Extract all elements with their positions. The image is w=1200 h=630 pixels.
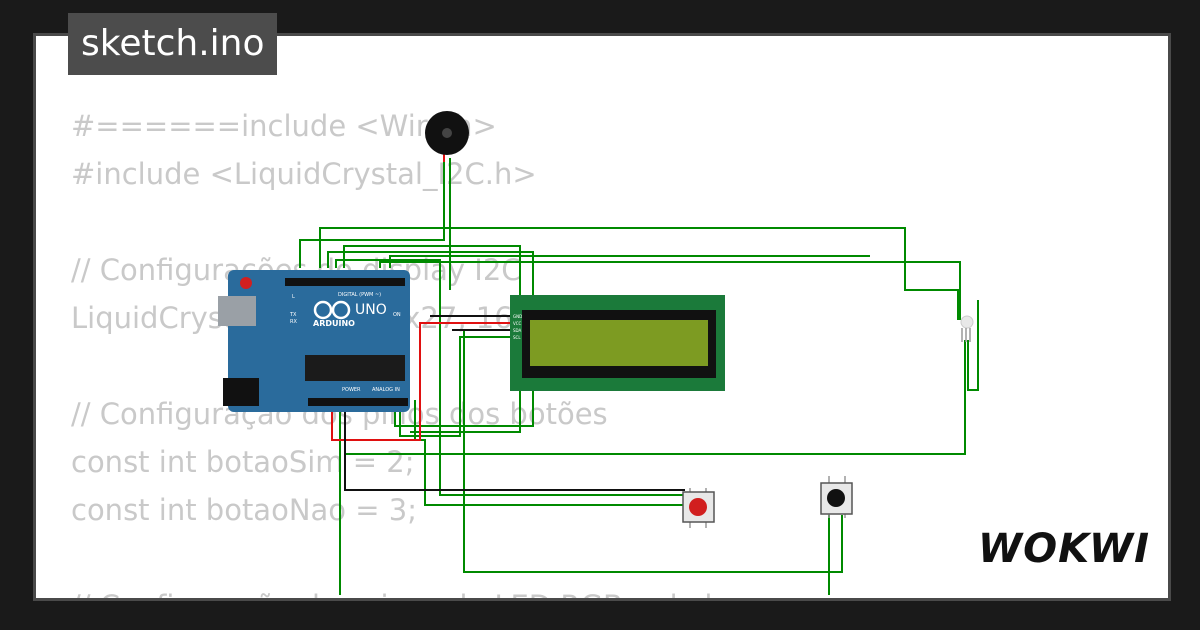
- power-label: POWER: [342, 387, 361, 393]
- code-line: #======include <Wire.h>: [71, 109, 497, 143]
- code-line: const int botaoNao = 3;: [71, 493, 417, 527]
- buzzer[interactable]: [425, 111, 469, 155]
- arduino-logo-icon: [313, 300, 351, 320]
- lcd-pin-gnd: GND: [513, 314, 522, 319]
- code-line: #include <LiquidCrystal_I2C.h>: [71, 157, 537, 191]
- board-brand: ARDUINO: [313, 319, 355, 328]
- analog-label: ANALOG IN: [372, 387, 400, 393]
- wires: [299, 150, 979, 595]
- rx-label: RX: [290, 319, 297, 325]
- microcontroller-chip: [305, 355, 405, 381]
- file-title[interactable]: sketch.ino: [68, 13, 278, 75]
- tx-label: TX: [289, 312, 297, 318]
- power-analog-header: [308, 398, 408, 406]
- power-jack: [223, 378, 259, 406]
- l-label: L: [292, 294, 295, 300]
- push-button-red[interactable]: [682, 488, 715, 528]
- code-line: // Configuração dos pinos do LED RGB e d…: [71, 582, 802, 598]
- lcd-pin-sda: SDA: [513, 328, 522, 333]
- lcd-pin-vcc: VCC: [513, 321, 522, 326]
- digital-label: DIGITAL (PWM ~): [338, 292, 381, 298]
- code-line: const int botaoSim = 2;: [71, 445, 415, 479]
- rgb-led[interactable]: [960, 315, 974, 342]
- arduino-uno-board[interactable]: UNO ARDUINO DIGITAL (PWM ~) POWER ANALOG…: [218, 270, 410, 412]
- wokwi-logo: WOKWI: [978, 526, 1151, 572]
- lcd-display[interactable]: GND VCC SDA SCL: [510, 295, 725, 391]
- usb-port: [218, 296, 256, 326]
- board-model: UNO: [355, 302, 387, 318]
- lcd-screen: [530, 320, 708, 366]
- push-button-black[interactable]: [820, 476, 853, 518]
- reset-button: [240, 277, 252, 289]
- digital-header: [285, 278, 405, 286]
- lcd-pin-scl: SCL: [513, 335, 521, 340]
- on-label: ON: [393, 312, 401, 318]
